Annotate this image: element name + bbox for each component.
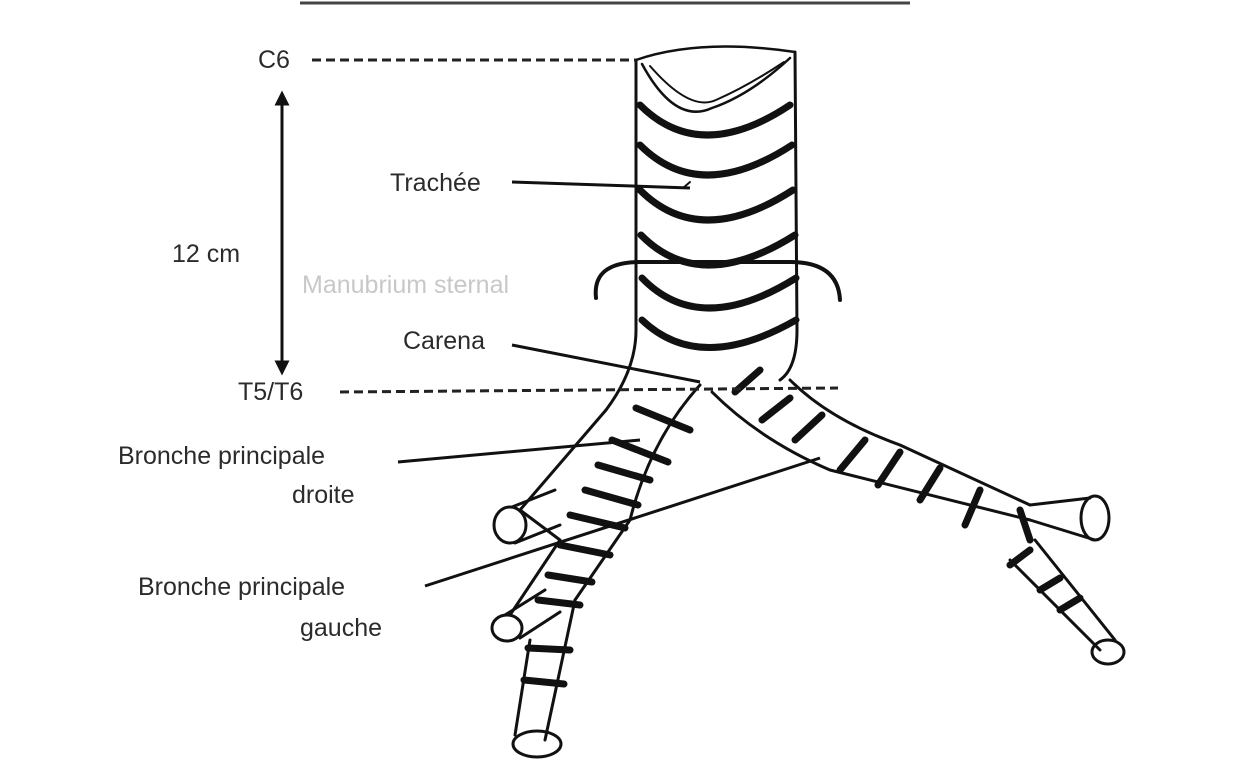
trachea-drawing (593, 45, 842, 412)
carina-label: Carena (403, 327, 485, 355)
right-bronchus-drawing (490, 383, 702, 759)
measure-label: 12 cm (172, 240, 240, 268)
left-bronchus-label-line1: Bronche principale (138, 573, 345, 601)
level-t5t6-dashed-line (339, 386, 839, 394)
level-t5t6-label: T5/T6 (238, 378, 303, 406)
manubrium-label: Manubrium sternal (302, 271, 509, 299)
left-bronchus-leader (424, 456, 821, 588)
trachea-label: Trachée (390, 169, 481, 197)
right-bronchus-label-line1: Bronche principale (118, 442, 325, 470)
left-bronchus-drawing (710, 366, 1126, 666)
carina-leader (511, 343, 701, 384)
left-bronchus-label-line2: gauche (300, 614, 382, 642)
right-bronchus-leader (397, 438, 641, 464)
level-c6-label: C6 (258, 46, 290, 74)
right-bronchus-label-line2: droite (292, 481, 355, 509)
trachea-leader (511, 180, 691, 190)
